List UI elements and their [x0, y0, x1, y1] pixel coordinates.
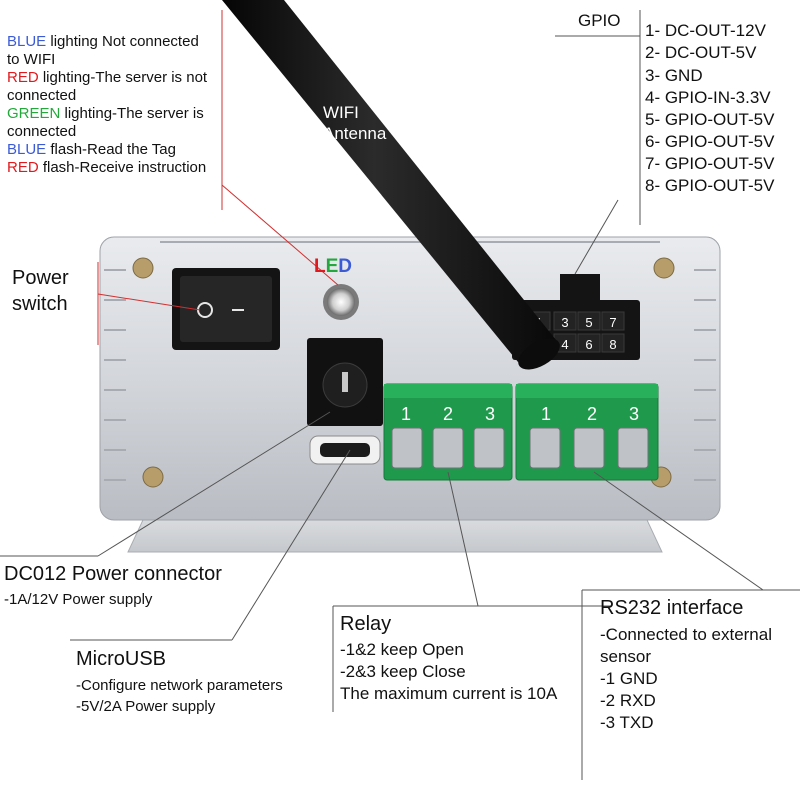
gpio-pin-label: 8 [609, 337, 616, 352]
led-legend-line: to WIFI [7, 51, 56, 68]
dc-power-jack [307, 338, 383, 426]
relay-desc: -2&3 keep Close [340, 662, 466, 681]
microusb-port [309, 435, 381, 465]
microusb-title: MicroUSB [76, 648, 167, 670]
screw-icon [132, 257, 675, 488]
rs232-desc: sensor [600, 647, 652, 666]
gpio-pin-label: 6 [585, 337, 592, 352]
gpio-pin-label: 4 [561, 337, 568, 352]
gpio-pin-label: 5 [585, 315, 592, 330]
microusb-desc: -5V/2A Power supply [76, 698, 216, 715]
rs232-terminal-label: 3 [629, 404, 639, 424]
gpio-pin-item: 6- GPIO-OUT-5V [645, 132, 775, 151]
rs232-desc: -3 TXD [600, 713, 654, 732]
rs232-terminal-block: 1 2 3 [515, 383, 659, 481]
rs232-desc: -Connected to external [600, 625, 772, 644]
power-switch-label: Power [12, 267, 69, 289]
led-marker: LED [314, 256, 353, 277]
gpio-title: GPIO [578, 11, 621, 30]
microusb-desc: -Configure network parameters [76, 677, 283, 694]
rs232-terminal-label: 2 [587, 404, 597, 424]
relay-desc: The maximum current is 10A [340, 684, 558, 703]
gpio-pin-item: 3- GND [645, 66, 703, 85]
relay-terminal-label: 2 [443, 404, 453, 424]
led-indicator [323, 284, 359, 320]
rs232-terminal-label: 1 [541, 404, 551, 424]
dc-connector-desc: -1A/12V Power supply [4, 591, 153, 608]
dc-connector-title: DC012 Power connector [4, 563, 222, 585]
gpio-pin-item: 1- DC-OUT-12V [645, 21, 766, 40]
led-legend-line: connected [7, 87, 77, 104]
led-legend-line: GREEN lighting-The server is [7, 105, 204, 122]
gpio-pin-item: 4- GPIO-IN-3.3V [645, 88, 771, 107]
gpio-pin-item: 2- DC-OUT-5V [645, 43, 757, 62]
led-legend-line: BLUE flash-Read the Tag [7, 141, 176, 158]
rs232-title: RS232 interface [600, 597, 744, 619]
led-legend-line: RED flash-Receive instruction [7, 159, 207, 176]
relay-terminal-label: 1 [401, 404, 411, 424]
gpio-pin-label: 3 [561, 315, 568, 330]
gpio-pin-item: 5- GPIO-OUT-5V [645, 110, 775, 129]
gpio-pin-item: 8- GPIO-OUT-5V [645, 176, 775, 195]
rs232-desc: -2 RXD [600, 691, 656, 710]
rs232-desc: -1 GND [600, 669, 658, 688]
gpio-pin-item: 7- GPIO-OUT-5V [645, 154, 775, 173]
relay-terminal-block: 1 2 3 [383, 383, 513, 481]
wifi-antenna [222, 0, 560, 370]
gpio-pin-label: 7 [609, 315, 616, 330]
led-legend-line: RED lighting-The server is not [7, 69, 208, 86]
led-legend-line: BLUE lighting Not connected [7, 33, 199, 50]
led-legend-line: connected [7, 123, 77, 140]
relay-desc: -1&2 keep Open [340, 640, 464, 659]
callout-lines [0, 10, 800, 780]
power-switch[interactable] [172, 268, 280, 350]
antenna-label: WIFI [323, 103, 359, 122]
antenna-label: Antenna [323, 124, 387, 143]
power-switch-label: switch [12, 293, 68, 315]
relay-title: Relay [340, 613, 392, 635]
relay-terminal-label: 3 [485, 404, 495, 424]
